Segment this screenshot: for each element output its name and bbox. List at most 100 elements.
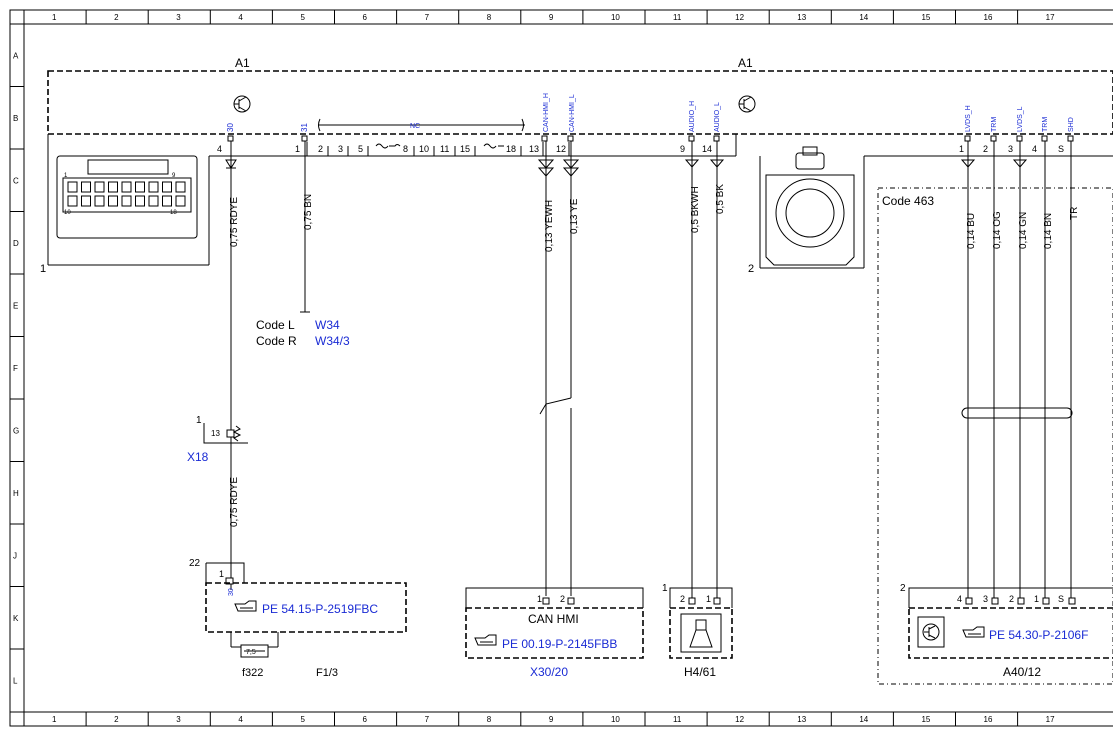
svg-text:1: 1 bbox=[706, 594, 711, 604]
column-number: 2 bbox=[114, 13, 119, 22]
nc-bracket: NC bbox=[318, 118, 525, 132]
x3020-component: 1 2 CAN HMI bbox=[465, 587, 644, 659]
column-number: 1 bbox=[52, 715, 57, 724]
wire-lvds-h: 0,14 BU bbox=[960, 141, 977, 598]
svg-text:15: 15 bbox=[460, 144, 470, 154]
svg-text:22: 22 bbox=[189, 558, 201, 569]
column-number: 14 bbox=[859, 715, 868, 724]
pin-label-trm: TRM bbox=[991, 117, 998, 132]
f13-component: 22 1 30 7,5 bbox=[189, 558, 407, 658]
column-number: 16 bbox=[984, 715, 993, 724]
connector-cell bbox=[148, 181, 159, 193]
column-number: 9 bbox=[549, 13, 554, 22]
connector-cell bbox=[94, 181, 105, 193]
connector-cell bbox=[81, 181, 91, 193]
frame bbox=[9, 9, 1113, 727]
connector-cell bbox=[175, 195, 186, 207]
can-hmi-title: CAN HMI bbox=[528, 612, 579, 626]
column-number: 7 bbox=[425, 715, 430, 724]
code-l-ref[interactable]: W34 bbox=[315, 318, 340, 332]
svg-text:3: 3 bbox=[338, 144, 343, 154]
column-number: 17 bbox=[1046, 715, 1055, 724]
svg-text:NC: NC bbox=[410, 123, 420, 130]
h461-label: H4/61 bbox=[684, 665, 716, 679]
svg-text:4: 4 bbox=[957, 594, 962, 604]
row-letter: G bbox=[13, 426, 19, 435]
x18-label[interactable]: X18 bbox=[187, 450, 209, 464]
hand-icon bbox=[474, 634, 497, 646]
connector-cell bbox=[162, 181, 172, 193]
svg-text:2: 2 bbox=[1009, 594, 1014, 604]
svg-text:12: 12 bbox=[556, 144, 566, 154]
wire-lvds-l: 0,14 GN bbox=[1012, 141, 1029, 598]
svg-text:10: 10 bbox=[64, 210, 71, 216]
connector-cell bbox=[135, 181, 145, 193]
svg-text:1: 1 bbox=[959, 144, 964, 154]
column-number: 12 bbox=[735, 715, 744, 724]
svg-text:0,14 BU: 0,14 BU bbox=[966, 213, 977, 249]
module-pin-terminals bbox=[227, 135, 1074, 142]
wire-rdye-lower: 0,75 RDYE bbox=[229, 477, 240, 527]
svg-text:0,5 BKWH: 0,5 BKWH bbox=[690, 186, 701, 233]
svg-text:18: 18 bbox=[170, 210, 177, 216]
code-l-key: Code L bbox=[256, 318, 295, 332]
svg-text:5: 5 bbox=[358, 144, 363, 154]
row-letter: B bbox=[13, 114, 18, 123]
pin-number-row: 4 1 2 3 5 8 10 11 15 18 13 12 9 14 1 2 3… bbox=[217, 144, 1064, 154]
column-number: 12 bbox=[735, 13, 744, 22]
svg-text:0,14 BN: 0,14 BN bbox=[1043, 213, 1054, 249]
wire-can-hmi-l: 0,13 YE bbox=[562, 141, 580, 596]
svg-text:10: 10 bbox=[419, 144, 429, 154]
wire-shd-tr: TR bbox=[1069, 141, 1080, 598]
wire-trm-bn: 0,14 BN bbox=[1043, 141, 1054, 598]
connector-cell bbox=[67, 195, 78, 207]
svg-text:2: 2 bbox=[680, 594, 685, 604]
column-number: 7 bbox=[425, 13, 430, 22]
connector-cell bbox=[148, 195, 159, 207]
connector-cell bbox=[81, 195, 91, 207]
svg-text:13: 13 bbox=[529, 144, 539, 154]
connector-2-graphic bbox=[765, 146, 855, 266]
connector-1-label: 1 bbox=[40, 263, 46, 275]
row-letter: A bbox=[13, 51, 19, 60]
pin-label-audio-h: AUDIO_H bbox=[689, 101, 696, 132]
svg-text:9: 9 bbox=[680, 144, 685, 154]
x3020-label[interactable]: X30/20 bbox=[530, 665, 568, 679]
a4012-label: A40/12 bbox=[1003, 665, 1041, 679]
svg-text:2: 2 bbox=[560, 594, 565, 604]
column-number: 1 bbox=[52, 13, 57, 22]
column-number: 3 bbox=[176, 13, 181, 22]
wire-can-hmi-h: 0,13 YEWH bbox=[537, 141, 555, 596]
column-number: 4 bbox=[238, 13, 243, 22]
svg-text:18: 18 bbox=[506, 144, 516, 154]
f13-ref-link[interactable]: PE 54.15-P-2519FBC bbox=[262, 602, 378, 616]
x3020-ref-link[interactable]: PE 00.19-P-2145FBB bbox=[502, 637, 617, 651]
wire-audio-h: 0,5 BKWH bbox=[684, 141, 701, 598]
column-number: 5 bbox=[300, 715, 305, 724]
column-number: 10 bbox=[611, 715, 620, 724]
connector-cell bbox=[108, 181, 118, 193]
svg-text:9: 9 bbox=[172, 173, 176, 179]
row-letter: K bbox=[13, 614, 19, 623]
pin-label-audio-l: AUDIO_L bbox=[714, 102, 721, 132]
connector-cell bbox=[135, 195, 145, 207]
connector-cell bbox=[67, 181, 78, 193]
code-r-ref[interactable]: W34/3 bbox=[315, 334, 350, 348]
column-number: 15 bbox=[921, 13, 930, 22]
svg-text:1: 1 bbox=[196, 415, 202, 426]
svg-text:1: 1 bbox=[1034, 594, 1039, 604]
row-letter: D bbox=[13, 239, 19, 248]
connector-cell bbox=[108, 195, 118, 207]
svg-text:3: 3 bbox=[1008, 144, 1013, 154]
connector-cell bbox=[94, 195, 105, 207]
row-letter: F bbox=[13, 364, 18, 373]
a4012-ref-link[interactable]: PE 54.30-P-2106F bbox=[989, 628, 1088, 642]
svg-text:0,75 BN: 0,75 BN bbox=[303, 194, 314, 230]
wire-31-bn: 0,75 BN bbox=[300, 141, 314, 313]
svg-text:S: S bbox=[1058, 144, 1064, 154]
connector-1-graphic: 1 9 10 18 bbox=[56, 155, 198, 239]
connector-cell bbox=[162, 195, 172, 207]
